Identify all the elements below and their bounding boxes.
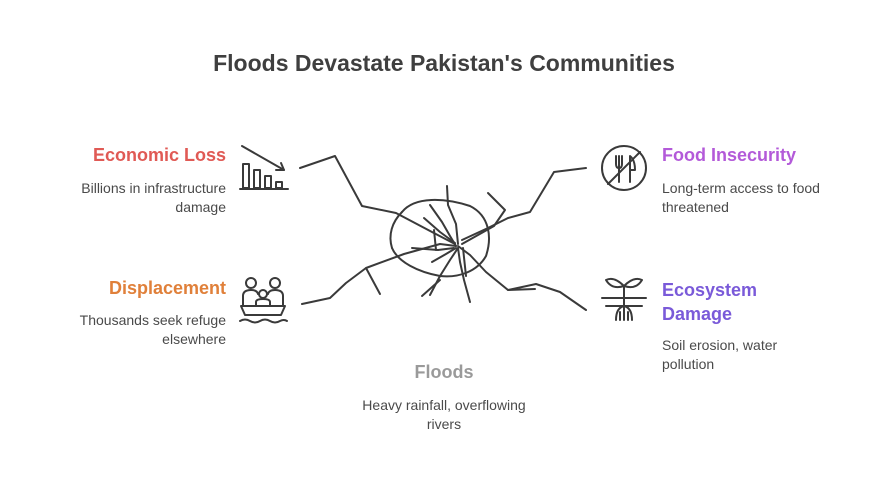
floods-description: Heavy rainfall, overflowing rivers (362, 397, 526, 432)
no-food-icon (598, 142, 650, 199)
food-insecurity-heading: Food Insecurity (662, 145, 797, 165)
displacement-description: Thousands seek refuge elsewhere (79, 312, 226, 347)
sprout-roots-icon (598, 272, 650, 329)
economic-loss-heading: Economic Loss (92, 145, 226, 165)
ecosystem-damage-heading: Ecosystem Damage (662, 280, 758, 324)
floods-heading: Floods (414, 362, 474, 382)
diagram-title: Floods Devastate Pakistan's Communities (213, 50, 675, 76)
displacement-heading: Displacement (108, 278, 226, 298)
economic-loss-description: Billions in infrastructure damage (81, 180, 226, 215)
people-in-boat-icon (238, 274, 290, 331)
food-insecurity-description: Long-term access to food threatened (662, 180, 820, 215)
ecosystem-damage-description: Soil erosion, water pollution (662, 337, 778, 372)
declining-bar-chart-icon (238, 142, 290, 199)
